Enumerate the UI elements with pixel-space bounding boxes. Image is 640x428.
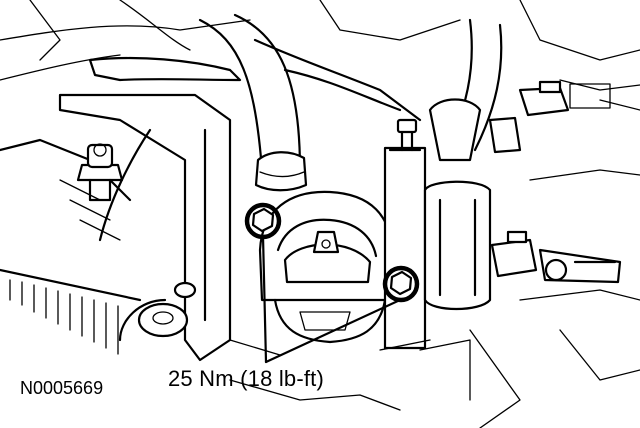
connectors: [488, 80, 622, 284]
coolant-hose: [198, 13, 422, 192]
thermostat-housing: [258, 190, 394, 344]
torque-spec-callout: 25 Nm (18 lb-ft): [168, 366, 325, 391]
mount-boss: [137, 281, 197, 338]
figure-id-label: N0005669: [20, 378, 104, 398]
left-sensor: [76, 143, 124, 202]
callout-leaders: [261, 234, 402, 364]
lower-detail: [229, 339, 471, 411]
right-pipe-assembly: [383, 18, 503, 350]
